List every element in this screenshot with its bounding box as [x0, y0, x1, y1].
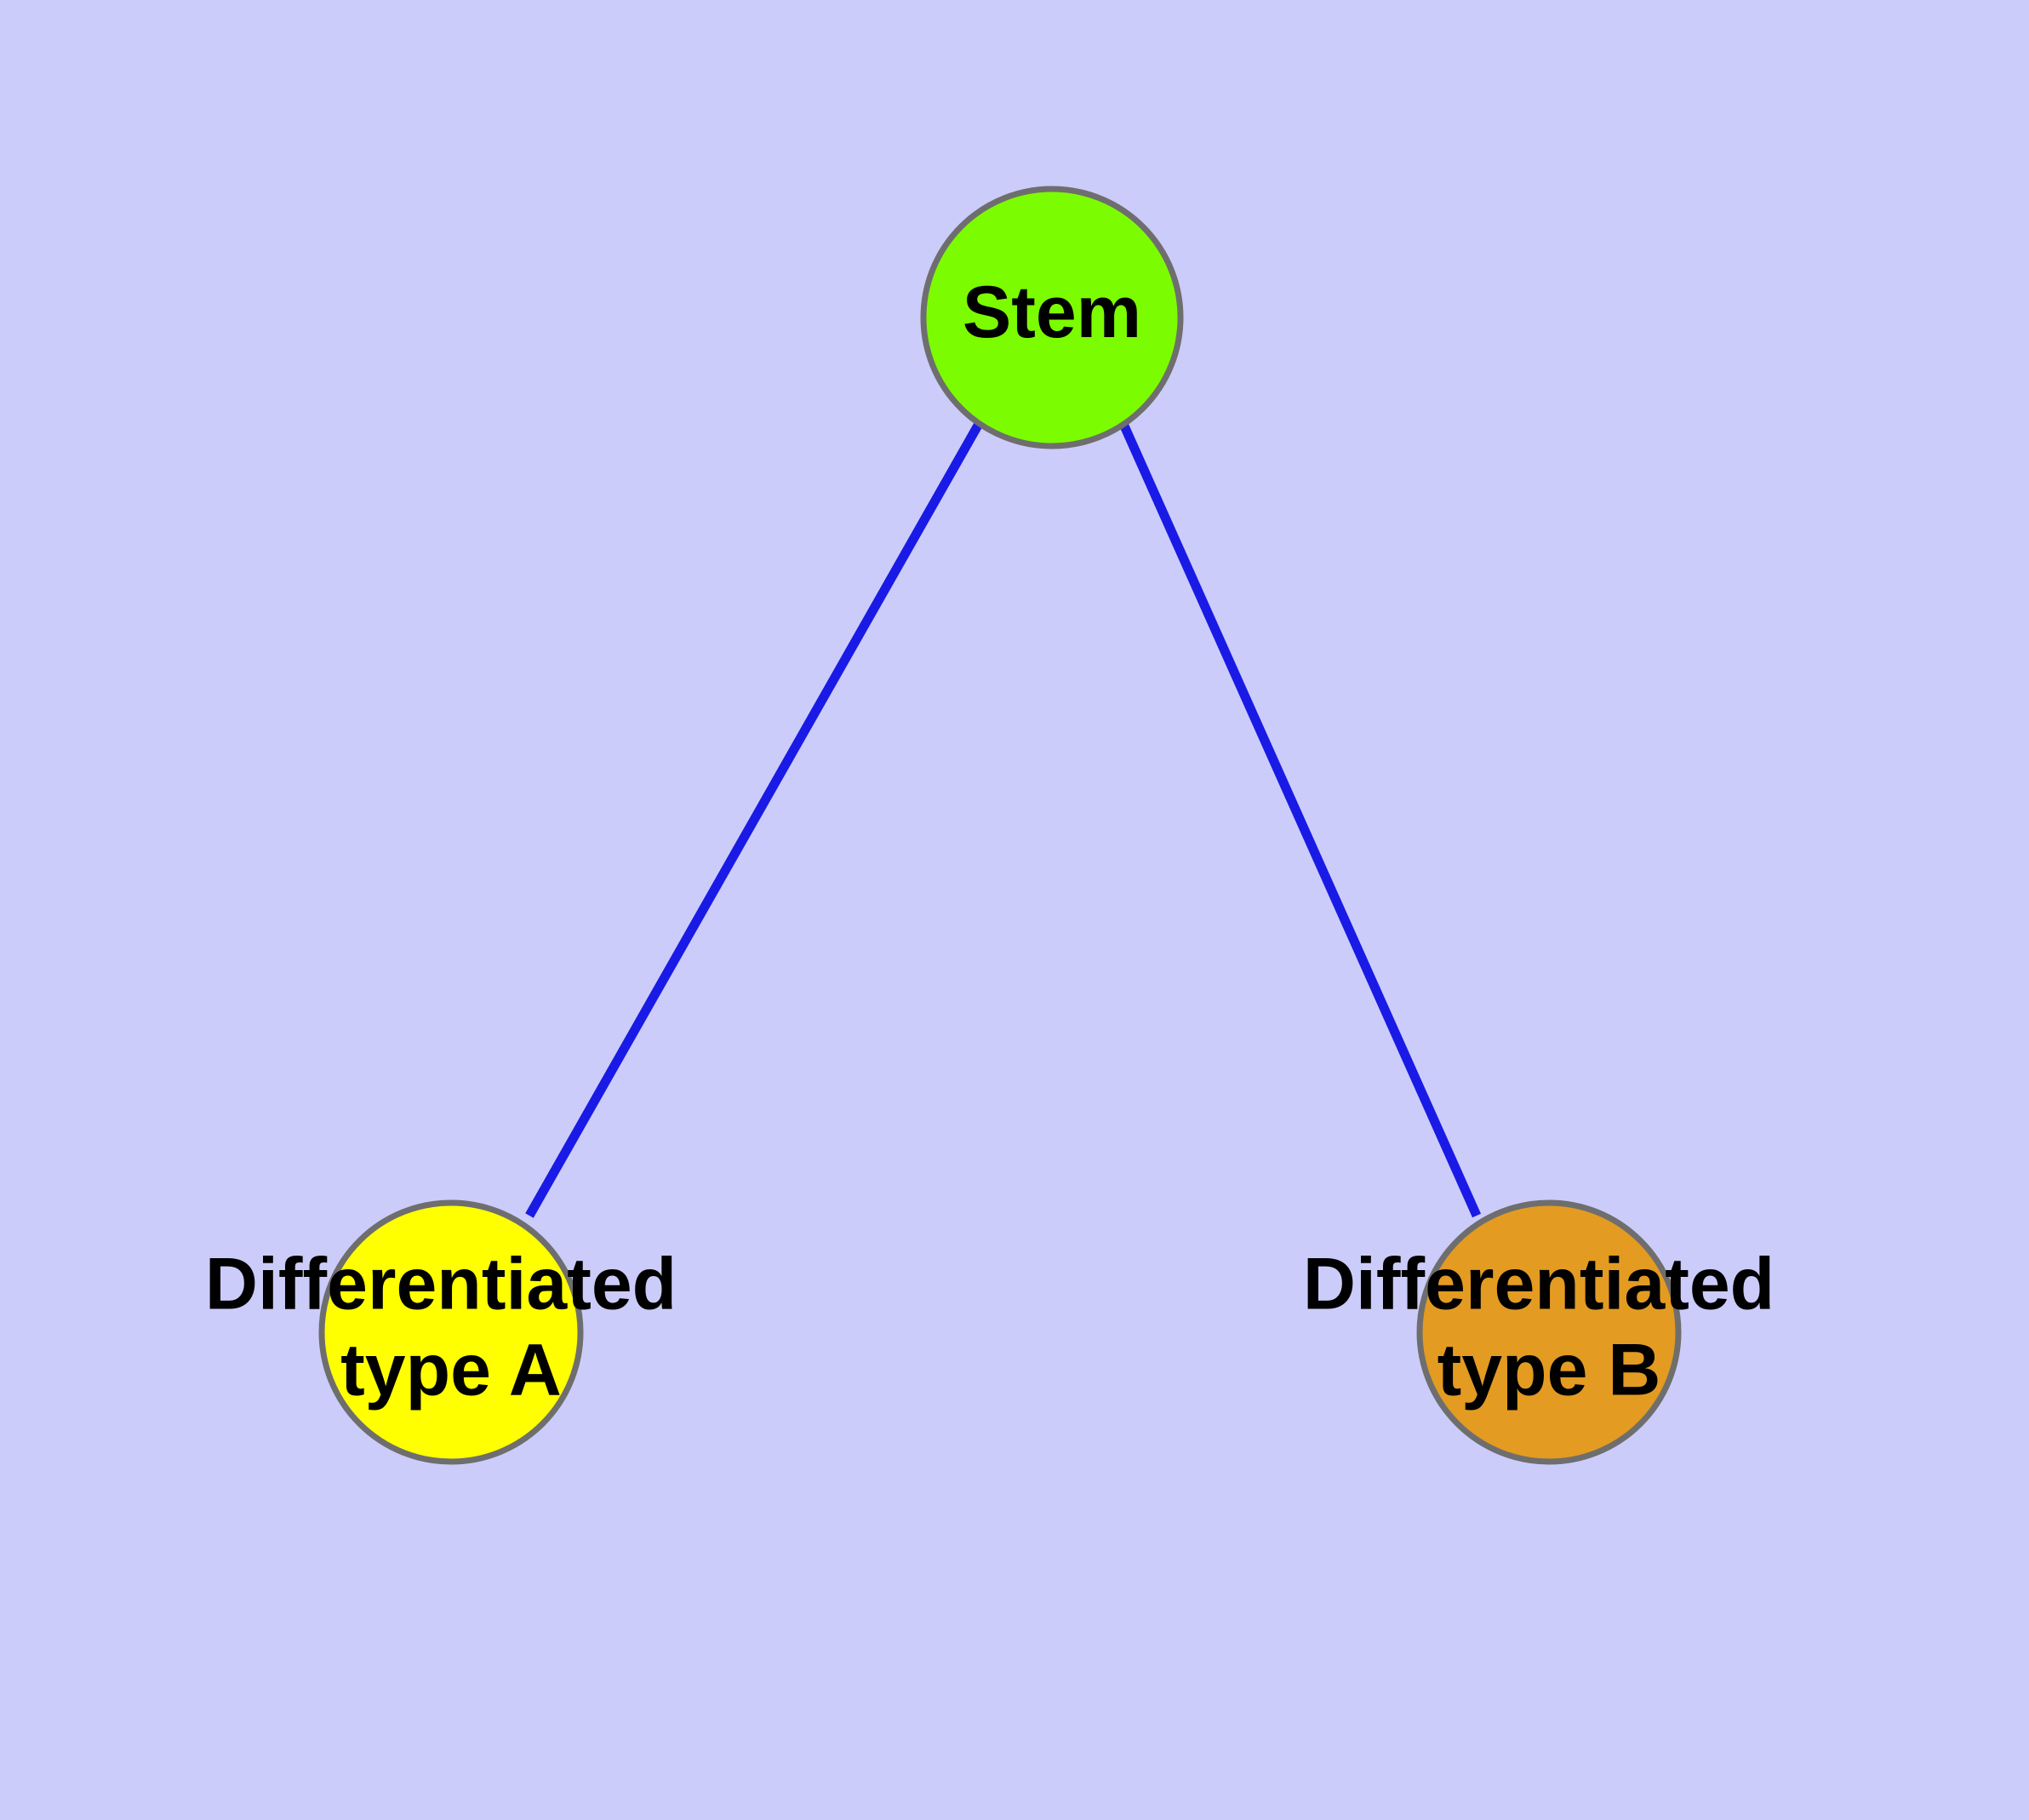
nodes-layer	[318, 186, 1682, 1465]
node-differentiated-type-a-label: Differentiated type A	[205, 1243, 697, 1411]
node-stem[interactable]	[920, 186, 1184, 449]
edges-layer	[525, 421, 1482, 1218]
node-stem-label-line-1: Stem	[963, 272, 1141, 353]
node-differentiated-type-b-circle[interactable]	[1416, 1199, 1682, 1465]
node-differentiated-type-a-label-line-2: type A	[340, 1329, 562, 1411]
node-differentiated-type-a-circle[interactable]	[318, 1199, 584, 1465]
edge-stem-to-differentiated-type-a[interactable]	[525, 421, 983, 1218]
edge-stem-to-differentiated-type-b[interactable]	[1118, 421, 1482, 1218]
node-stem-label: Stem	[963, 272, 1141, 353]
labels-layer: Stem Differentiated type A Differentiate…	[205, 272, 1795, 1411]
node-differentiated-type-a-label-line-1: Differentiated	[205, 1243, 677, 1325]
node-differentiated-type-b-label-line-1: Differentiated	[1303, 1243, 1775, 1325]
node-differentiated-type-b-label: Differentiated type B	[1303, 1243, 1795, 1411]
node-differentiated-type-b-label-line-2: type B	[1437, 1329, 1661, 1411]
node-differentiated-type-a[interactable]	[318, 1199, 584, 1465]
node-differentiated-type-b[interactable]	[1416, 1199, 1682, 1465]
node-stem-circle[interactable]	[920, 186, 1184, 449]
